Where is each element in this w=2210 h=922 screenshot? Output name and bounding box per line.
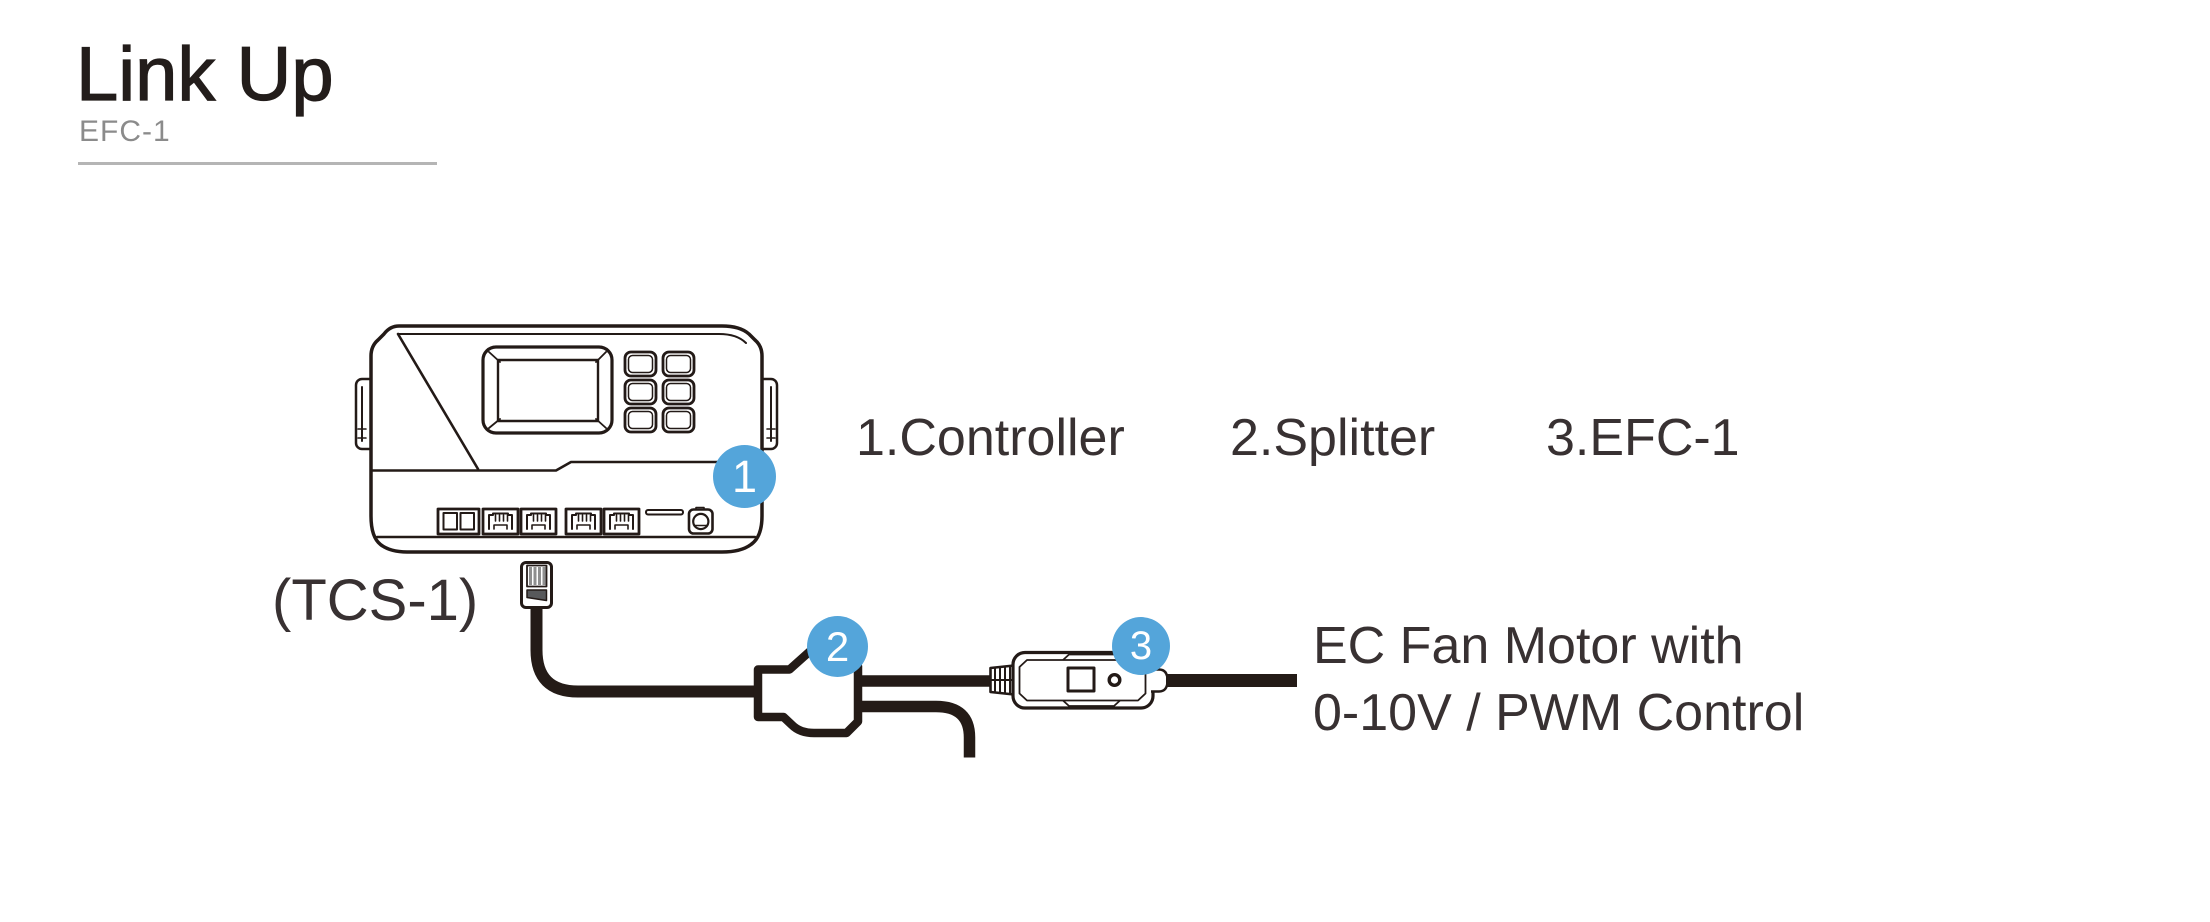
step-badge-number: 3 xyxy=(1129,624,1153,668)
tcs1-port-label: (TCS-1) xyxy=(272,568,479,633)
efc1-window xyxy=(1066,666,1096,693)
step-badge-number: 2 xyxy=(825,622,850,670)
fan-motor-note-line2: 0-10V / PWM Control xyxy=(1313,684,1805,742)
rj11-plug-icon xyxy=(520,561,553,609)
rj-port-3 xyxy=(564,507,603,536)
sensor-port xyxy=(436,507,481,536)
title-divider xyxy=(78,162,437,165)
step-badge-controller: 1 xyxy=(713,445,776,508)
controller-screen xyxy=(481,345,614,435)
step-badge-efc1: 3 xyxy=(1112,617,1170,675)
splitter-second-branch-cable xyxy=(856,700,976,758)
fan-motor-note: EC Fan Motor with 0-10V / PWM Control xyxy=(1313,613,1804,747)
rj-port-2 xyxy=(519,507,558,536)
card-slot xyxy=(645,509,684,516)
step-badge-number: 1 xyxy=(731,451,758,502)
efc1-strain-relief xyxy=(989,664,1016,696)
efc1-adapter-icon xyxy=(989,650,1297,710)
dc-jack-port xyxy=(687,506,714,535)
fan-motor-note-line1: EC Fan Motor with xyxy=(1313,617,1744,675)
legend-item-controller: 1.Controller xyxy=(856,409,1125,467)
rj-port-4 xyxy=(602,507,641,536)
controller-illustration xyxy=(354,324,779,554)
model-subtitle: EFC-1 xyxy=(79,115,171,148)
efc1-led xyxy=(1107,673,1122,688)
controller-ports xyxy=(436,506,714,536)
legend-item-splitter: 2.Splitter xyxy=(1230,409,1436,467)
rj-port-1 xyxy=(481,507,520,536)
controller-to-splitter-cable xyxy=(530,606,760,698)
tcs1-cable-assembly xyxy=(520,561,990,758)
legend-item-efc1: 3.EFC-1 xyxy=(1546,409,1740,467)
page-title: Link Up xyxy=(75,32,334,117)
efc1-cable-nub xyxy=(1151,668,1169,693)
step-badge-splitter: 2 xyxy=(807,616,868,677)
